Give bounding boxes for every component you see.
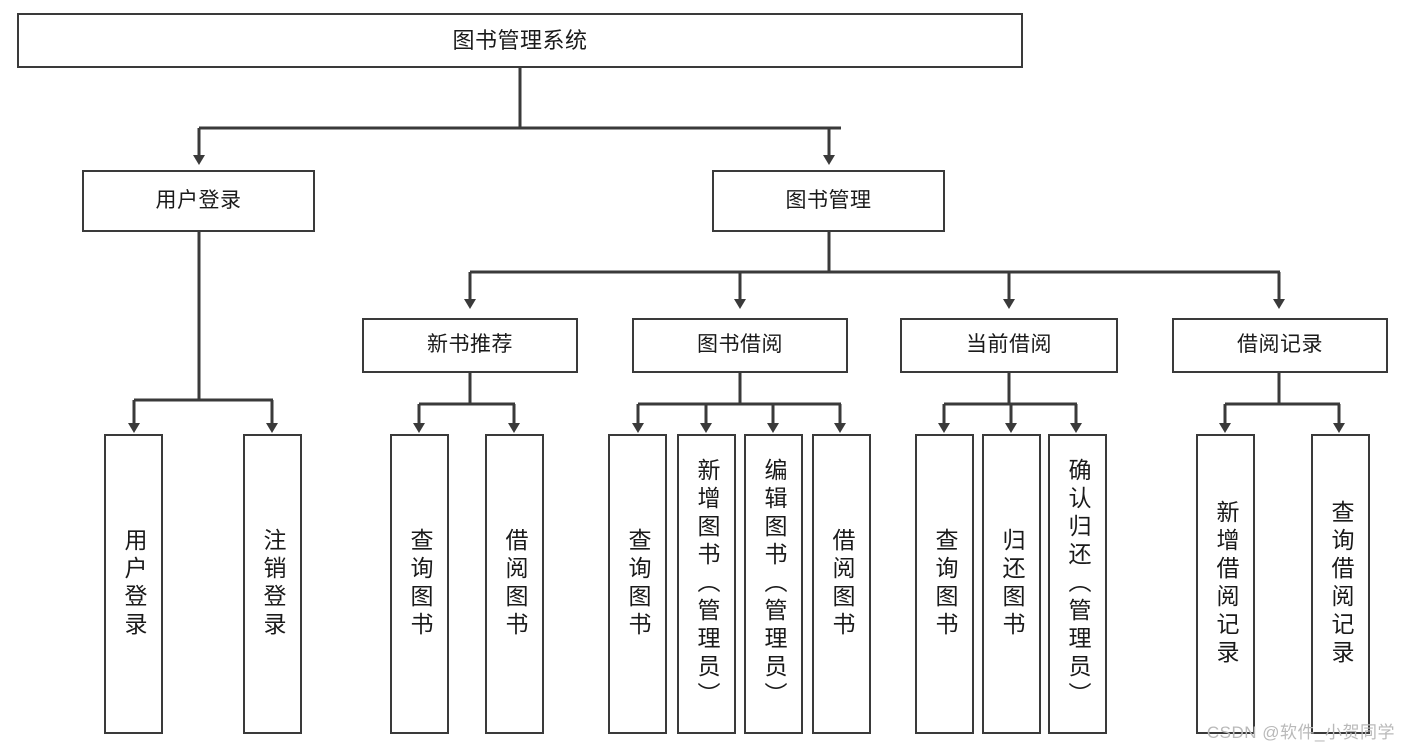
leaf-current-confirm-return-admin[interactable]: 确认归还（管理员） (1048, 434, 1107, 734)
leaf-borrow-add-book-admin[interactable]: 新增图书（管理员） (677, 434, 736, 734)
node-user-login[interactable]: 用户登录 (82, 170, 315, 232)
leaf-current-query-book[interactable]: 查询图书 (915, 434, 974, 734)
node-label: 查询图书 (407, 528, 433, 640)
leaf-user-login-logout[interactable]: 注销登录 (243, 434, 302, 734)
node-root-system[interactable]: 图书管理系统 (17, 13, 1023, 68)
node-new-book-recommend[interactable]: 新书推荐 (362, 318, 578, 373)
node-label: 新增图书（管理员） (694, 458, 720, 710)
node-label: 图书管理系统 (452, 27, 588, 53)
node-label: 图书管理 (785, 188, 872, 212)
leaf-records-add-record[interactable]: 新增借阅记录 (1196, 434, 1255, 734)
watermark-text: CSDN @软件_小贺同学 (1206, 723, 1395, 742)
node-label: 注销登录 (260, 528, 286, 640)
node-label: 归还图书 (999, 528, 1025, 640)
leaf-user-login-login[interactable]: 用户登录 (104, 434, 163, 734)
node-label: 用户登录 (121, 528, 147, 640)
node-label: 借阅图书 (829, 528, 855, 640)
node-label: 查询图书 (932, 528, 958, 640)
node-current-borrow[interactable]: 当前借阅 (900, 318, 1118, 373)
node-label: 查询图书 (625, 528, 651, 640)
node-label: 确认归还（管理员） (1065, 458, 1091, 710)
leaf-new-book-borrow[interactable]: 借阅图书 (485, 434, 544, 734)
node-label: 借阅记录 (1237, 333, 1323, 357)
leaf-new-book-query[interactable]: 查询图书 (390, 434, 449, 734)
leaf-borrow-edit-book-admin[interactable]: 编辑图书（管理员） (744, 434, 803, 734)
node-label: 编辑图书（管理员） (761, 458, 787, 710)
leaf-records-query-record[interactable]: 查询借阅记录 (1311, 434, 1370, 734)
leaf-current-return-book[interactable]: 归还图书 (982, 434, 1041, 734)
node-label: 图书借阅 (697, 333, 783, 357)
node-borrow-records[interactable]: 借阅记录 (1172, 318, 1388, 373)
node-label: 当前借阅 (966, 333, 1052, 357)
leaf-borrow-borrow-book[interactable]: 借阅图书 (812, 434, 871, 734)
node-label: 新增借阅记录 (1213, 500, 1239, 668)
leaf-borrow-query-book[interactable]: 查询图书 (608, 434, 667, 734)
node-label: 新书推荐 (427, 333, 513, 357)
node-book-management[interactable]: 图书管理 (712, 170, 945, 232)
node-label: 借阅图书 (502, 528, 528, 640)
node-label: 用户登录 (155, 188, 242, 212)
node-label: 查询借阅记录 (1328, 500, 1354, 668)
node-book-borrow[interactable]: 图书借阅 (632, 318, 848, 373)
